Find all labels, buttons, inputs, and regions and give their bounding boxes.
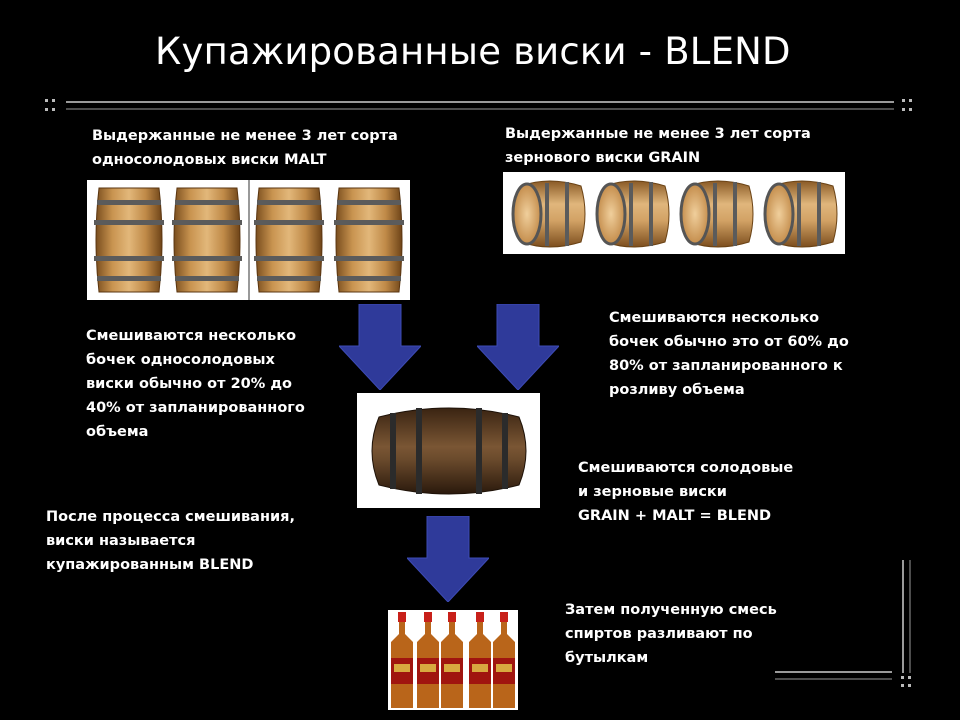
grain-mix-line-1: Смешиваются несколько: [609, 310, 820, 326]
grain-mix-line-4: розливу объема: [609, 382, 745, 398]
after-mix-text: После процесса смешивания, виски называе…: [46, 505, 295, 577]
malt-label-line-1: Выдержанные не менее 3 лет сорта: [92, 128, 398, 144]
blend-mix-line-2: и зерновые виски: [578, 484, 727, 500]
malt-mix-line-5: объема: [86, 424, 149, 440]
grain-label-line-1: Выдержанные не менее 3 лет сорта: [505, 126, 811, 142]
grain-barrels-image: [503, 172, 845, 254]
after-mix-line-1: После процесса смешивания,: [46, 509, 295, 525]
grain-mix-line-3: 80% от запланированного к: [609, 358, 843, 374]
bottling-line-3: бутылкам: [565, 650, 649, 666]
malt-barrels-image: [87, 180, 410, 300]
malt-label: Выдержанные не менее 3 лет сорта односол…: [92, 124, 398, 172]
grain-label: Выдержанные не менее 3 лет сорта зерново…: [505, 122, 811, 170]
grain-label-line-2: зернового виски GRAIN: [505, 150, 701, 166]
blend-barrel-image: [357, 393, 540, 508]
after-mix-line-2: виски называется: [46, 533, 196, 549]
after-mix-line-3: купажированным BLEND: [46, 557, 254, 573]
blend-down-arrow-icon: [407, 516, 489, 602]
lying-barrels-icon: [511, 180, 838, 248]
dark-barrel-icon: [371, 407, 527, 495]
bottling-line-2: спиртов разливают по: [565, 626, 753, 642]
malt-mix-text: Смешиваются несколько бочек односолодовы…: [86, 324, 305, 444]
grain-mix-text: Смешиваются несколько бочек обычно это о…: [609, 306, 849, 402]
blend-mix-text: Смешиваются солодовые и зерновые виски G…: [578, 456, 793, 528]
page-title: Купажированные виски - BLEND: [155, 30, 791, 73]
bottles-image: [388, 610, 518, 710]
malt-label-line-2: односолодовых виски MALT: [92, 152, 327, 168]
bottling-line-1: Затем полученную смесь: [565, 602, 777, 618]
malt-mix-line-1: Смешиваются несколько: [86, 328, 297, 344]
malt-down-arrow-icon: [339, 304, 421, 390]
whisky-bottles-icon: [391, 612, 515, 708]
blend-mix-line-3: GRAIN + MALT = BLEND: [578, 508, 772, 524]
malt-mix-line-2: бочек односолодовых: [86, 352, 275, 368]
corner-ornament: [775, 560, 911, 687]
bottling-text: Затем полученную смесь спиртов разливают…: [565, 598, 777, 670]
blend-mix-line-1: Смешиваются солодовые: [578, 460, 794, 476]
upright-barrels-icon: [94, 180, 404, 300]
malt-mix-line-3: виски обычно от 20% до: [86, 376, 293, 392]
malt-mix-line-4: 40% от запланированного: [86, 400, 305, 416]
grain-down-arrow-icon: [477, 304, 559, 390]
top-divider: [45, 99, 912, 111]
grain-mix-line-2: бочек обычно это от 60% до: [609, 334, 849, 350]
